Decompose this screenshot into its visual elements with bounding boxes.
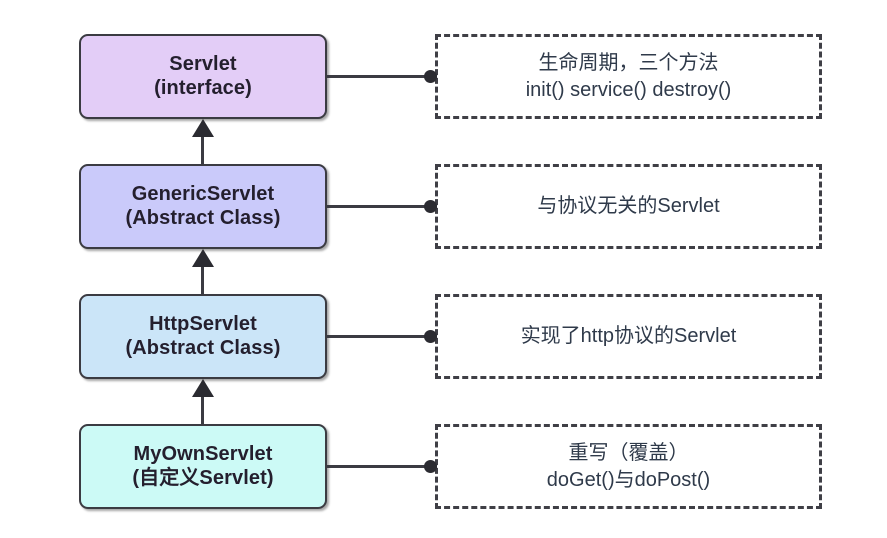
note-box-myownservlet-desc[interactable]: 重写（覆盖） doGet()与doPost() (435, 424, 822, 509)
class-stereotype: (自定义Servlet) (132, 466, 274, 489)
class-stereotype: (interface) (154, 76, 252, 99)
class-box-servlet[interactable]: Servlet (interface) (79, 34, 327, 119)
class-stereotype: (Abstract Class) (125, 206, 281, 229)
inheritance-line-generic-to-servlet (201, 137, 204, 164)
note-line-1: 重写（覆盖） (568, 442, 689, 465)
class-box-httpservlet[interactable]: HttpServlet (Abstract Class) (79, 294, 327, 379)
class-name: Servlet (169, 52, 237, 75)
class-name: HttpServlet (149, 312, 257, 335)
note-anchor-dot-httpservlet (424, 330, 437, 343)
note-anchor-dot-genericservlet (424, 200, 437, 213)
note-connector-genericservlet (327, 205, 437, 208)
class-box-myownservlet[interactable]: MyOwnServlet (自定义Servlet) (79, 424, 327, 509)
note-line-2: init() service() destroy() (525, 78, 732, 101)
inheritance-line-myown-to-http (201, 397, 204, 424)
note-line-1: 生命周期，三个方法 (538, 52, 719, 75)
inheritance-arrow-http-to-generic (192, 249, 214, 267)
note-anchor-dot-servlet (424, 70, 437, 83)
note-box-httpservlet-desc[interactable]: 实现了http协议的Servlet (435, 294, 822, 379)
inheritance-arrow-generic-to-servlet (192, 119, 214, 137)
note-anchor-dot-myownservlet (424, 460, 437, 473)
class-box-genericservlet[interactable]: GenericServlet (Abstract Class) (79, 164, 327, 249)
note-line-1: 与协议无关的Servlet (537, 195, 720, 218)
note-connector-myownservlet (327, 465, 437, 468)
class-name: MyOwnServlet (133, 442, 273, 465)
note-line-1: 实现了http协议的Servlet (520, 325, 737, 348)
note-connector-servlet (327, 75, 437, 78)
note-line-2: doGet()与doPost() (546, 468, 711, 491)
note-connector-httpservlet (327, 335, 437, 338)
class-name: GenericServlet (131, 182, 275, 205)
class-stereotype: (Abstract Class) (125, 336, 281, 359)
inheritance-arrow-myown-to-http (192, 379, 214, 397)
inheritance-line-http-to-generic (201, 267, 204, 294)
note-box-servlet-lifecycle[interactable]: 生命周期，三个方法 init() service() destroy() (435, 34, 822, 119)
note-box-genericservlet-desc[interactable]: 与协议无关的Servlet (435, 164, 822, 249)
